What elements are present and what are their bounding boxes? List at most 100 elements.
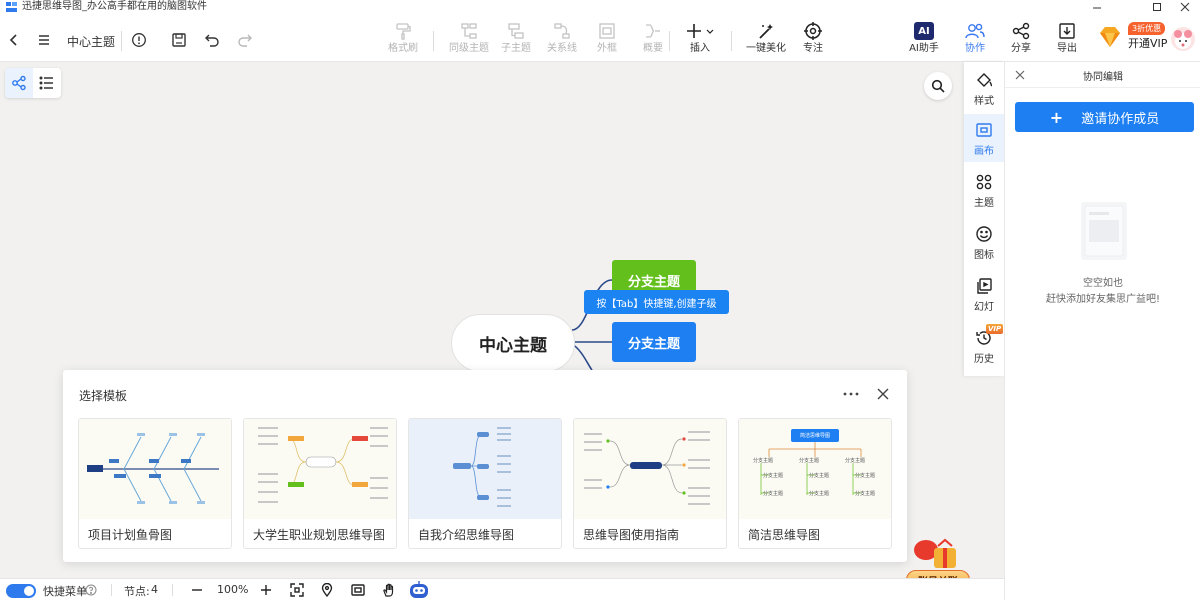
slides-tab[interactable]: 幻灯	[964, 270, 1004, 318]
canvas-search-icon[interactable]	[924, 72, 952, 100]
node-count: 4	[151, 583, 158, 596]
close-window-icon[interactable]	[1170, 0, 1200, 14]
summary-button[interactable]: 概要	[627, 18, 679, 58]
export-icon	[1055, 20, 1079, 42]
template-card[interactable]: 项目计划鱼骨图	[78, 418, 232, 549]
format-painter-button[interactable]: 格式刷	[377, 18, 429, 58]
icon-tab-label: 图标	[974, 249, 994, 261]
minimize-icon[interactable]	[1082, 0, 1112, 14]
frame-button[interactable]: 外框	[581, 18, 633, 58]
magic-wand-icon	[754, 20, 778, 42]
format-painter-label: 格式刷	[388, 43, 418, 54]
subtopic-icon	[504, 20, 528, 42]
relation-line-icon	[550, 20, 574, 42]
template-name: 简洁思维导图	[748, 528, 821, 542]
theme-tab-label: 主题	[974, 197, 994, 209]
mindmap-view-icon[interactable]	[5, 68, 33, 98]
divider	[433, 31, 434, 51]
empty-state-hint: 赶快添加好友集思广益吧!	[1045, 294, 1160, 305]
robot-assistant-icon[interactable]	[408, 580, 430, 600]
format-painter-icon	[391, 20, 415, 42]
maximize-icon[interactable]	[1142, 0, 1172, 14]
branch-topic[interactable]: 分支主题	[612, 322, 696, 362]
template-name: 思维导图使用指南	[583, 528, 680, 542]
style-tab[interactable]: 样式	[964, 64, 1004, 112]
career-plan-thumbnail	[244, 419, 396, 519]
back-icon[interactable]	[2, 28, 26, 52]
avatar[interactable]	[1171, 27, 1195, 51]
view-toggle	[5, 68, 61, 98]
export-button[interactable]: 导出	[1041, 18, 1093, 58]
zoom-out-icon[interactable]	[188, 581, 206, 599]
fishbone-thumbnail	[79, 419, 231, 519]
undo-icon[interactable]	[200, 28, 224, 52]
vip-diamond-icon[interactable]	[1096, 23, 1124, 51]
redo-icon[interactable]	[233, 28, 257, 52]
ai-assistant-button[interactable]: AI AI助手	[898, 18, 950, 58]
outline-view-icon[interactable]	[33, 68, 61, 98]
close-panel-icon[interactable]	[1013, 68, 1027, 82]
zoom-in-icon[interactable]	[257, 581, 275, 599]
collaboration-header: 协同编辑	[1005, 62, 1200, 88]
node-count-label: 节点:	[124, 585, 150, 598]
menu-icon[interactable]	[32, 28, 56, 52]
guide-thumbnail	[574, 419, 726, 519]
divider	[121, 31, 122, 51]
empty-state-title: 空空如也	[1083, 278, 1123, 289]
central-topic[interactable]: 中心主题	[451, 314, 575, 372]
sibling-topic-button[interactable]: 同级主题	[443, 18, 495, 58]
subtopic-button[interactable]: 子主题	[490, 18, 542, 58]
template-card[interactable]: 简洁思维导图 分支主题 分支主题 分支主题 分支主题 分支主题 分支主题 分支主…	[738, 418, 892, 549]
focus-button[interactable]: 专注	[787, 18, 839, 58]
more-icon[interactable]	[841, 386, 861, 402]
minimap-icon[interactable]	[349, 581, 367, 599]
insert-button[interactable]: 插入	[674, 18, 726, 58]
beautify-button[interactable]: 一键美化	[740, 18, 792, 58]
collaborate-label: 协作	[965, 43, 985, 54]
history-icon	[974, 328, 994, 348]
gift-icon	[914, 538, 956, 568]
divider	[111, 584, 112, 596]
close-icon[interactable]	[875, 386, 891, 402]
summary-label: 概要	[643, 43, 663, 54]
frame-label: 外框	[597, 43, 617, 54]
icon-tab[interactable]: 图标	[964, 218, 1004, 266]
collaboration-title: 协同编辑	[1083, 72, 1123, 83]
template-name: 自我介绍思维导图	[418, 528, 515, 542]
document-title[interactable]: 中心主题	[67, 35, 116, 49]
canvas-tab-label: 画布	[974, 145, 994, 157]
vip-label[interactable]: 开通VIP	[1128, 37, 1168, 50]
simple-thumbnail: 简洁思维导图 分支主题 分支主题 分支主题 分支主题 分支主题 分支主题 分支主…	[739, 419, 891, 519]
save-icon[interactable]	[167, 28, 191, 52]
locate-icon[interactable]	[318, 581, 336, 599]
zoom-level[interactable]: 100%	[217, 583, 249, 596]
divider	[669, 31, 670, 51]
help-icon[interactable]	[82, 581, 100, 599]
relation-line-button[interactable]: 关系线	[536, 18, 588, 58]
thumb-root: 简洁思维导图	[791, 429, 839, 442]
template-card[interactable]: 自我介绍思维导图	[408, 418, 562, 549]
invite-collaborator-button[interactable]: + 邀请协作成员	[1015, 102, 1194, 132]
window-title: 迅捷思维导图_办公高手都在用的脑图软件	[22, 1, 207, 12]
tab-shortcut-tooltip: 按【Tab】快捷键,创建子级	[584, 290, 729, 314]
template-card[interactable]: 思维导图使用指南	[573, 418, 727, 549]
info-icon[interactable]	[127, 28, 151, 52]
share-icon	[1009, 20, 1033, 42]
summary-icon	[641, 20, 665, 42]
share-button[interactable]: 分享	[995, 18, 1047, 58]
export-label: 导出	[1057, 43, 1077, 54]
sibling-topic-label: 同级主题	[449, 43, 489, 54]
main-toolbar: 中心主题 格式刷 同级主题 子主题 关系线 外框 概要 插入	[0, 14, 1200, 62]
empty-state-illustration	[1081, 202, 1127, 260]
collaborate-button[interactable]: 协作	[949, 18, 1001, 58]
theme-tab[interactable]: 主题	[964, 166, 1004, 214]
focus-icon	[801, 20, 825, 42]
fit-screen-icon[interactable]	[288, 581, 306, 599]
hand-tool-icon[interactable]	[380, 581, 398, 599]
template-card[interactable]: 大学生职业规划思维导图	[243, 418, 397, 549]
history-tab[interactable]: VIP 历史	[964, 322, 1004, 370]
relation-line-label: 关系线	[547, 43, 577, 54]
quick-menu-toggle[interactable]	[6, 584, 36, 598]
canvas-tab[interactable]: 画布	[964, 114, 1004, 162]
insert-label: 插入	[690, 43, 710, 54]
